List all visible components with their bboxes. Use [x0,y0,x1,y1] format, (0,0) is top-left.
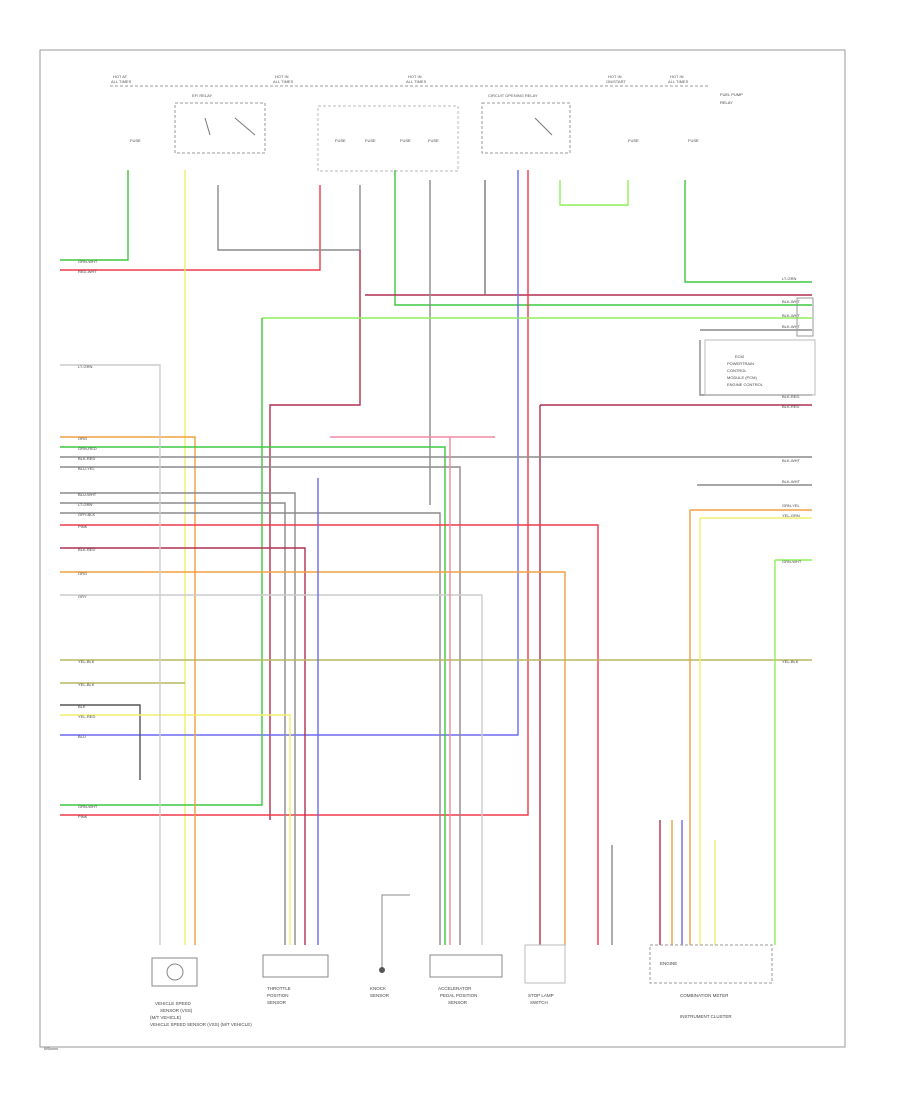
svg-text:ORG: ORG [78,571,87,576]
relay-1: EFI RELAY [174,93,266,154]
svg-text:HOT IN: HOT IN [670,74,684,79]
svg-text:VEHICLE SPEED: VEHICLE SPEED [155,1001,192,1006]
accelerator-pedal-sensor: ACCELERATOR PEDAL POSITION SENSOR [429,954,503,1005]
svg-text:HOT IN: HOT IN [408,74,422,79]
svg-text:HOT AT: HOT AT [113,74,128,79]
svg-text:SENSOR (VSS): SENSOR (VSS) [160,1008,193,1013]
svg-text:BLK-RED: BLK-RED [782,394,799,399]
stop-lamp-switch: STOP LAMP SWITCH [524,944,566,1005]
svg-text:PEDAL POSITION: PEDAL POSITION [440,993,477,998]
svg-text:PINK: PINK [78,814,88,819]
svg-text:ON/START: ON/START [606,79,626,84]
svg-text:POSITION: POSITION [267,993,289,998]
knock-sensor: KNOCK SENSOR [370,894,410,998]
svg-text:SENSOR: SENSOR [448,1000,468,1005]
left-labels: GRN-WHT RED-WHT LT-GRN ORG GRN-RED BLK-R… [78,259,98,819]
svg-text:GRY-BLK: GRY-BLK [78,512,95,517]
svg-text:YEL-GRN: YEL-GRN [782,513,800,518]
wires [60,170,812,945]
vehicle-speed-sensor: VEHICLE SPEED SENSOR (VSS) (M/T VEHICLE) [150,957,198,1020]
svg-text:ECM: ECM [735,354,744,359]
svg-text:ENGINE CONTROL: ENGINE CONTROL [727,382,764,387]
svg-text:GRN-WHT: GRN-WHT [782,559,802,564]
svg-text:HOT IN: HOT IN [275,74,289,79]
svg-text:GRN-YEL: GRN-YEL [782,503,801,508]
svg-text:FUEL PUMP: FUEL PUMP [720,92,743,97]
svg-text:KNOCK: KNOCK [370,986,386,991]
fuse-small-labels: FUSE FUSE FUSE FUSE FUSE FUSE FUSE FUEL … [130,92,743,143]
svg-text:COMBINATION METER: COMBINATION METER [680,993,729,998]
diagram-border [39,49,846,1048]
svg-text:(M/T VEHICLE): (M/T VEHICLE) [150,1015,182,1020]
right-terminals: LT-GRN BLK-WHT BLK-WHT BLK-WHT BLK-RED B… [782,276,814,664]
svg-text:FUSE: FUSE [688,138,699,143]
svg-text:ACCELERATOR: ACCELERATOR [438,986,472,991]
svg-text:YEL-BLK: YEL-BLK [78,682,95,687]
component-label-vss: VEHICLE SPEED SENSOR (VSS) (M/T VEHICLE) [150,1022,252,1027]
svg-text:ALL TIMES: ALL TIMES [406,79,427,84]
svg-text:THROTTLE: THROTTLE [267,986,291,991]
svg-text:BLK-WHT: BLK-WHT [782,324,801,329]
relay-2: CIRCUIT OPENING RELAY [481,93,571,154]
svg-text:FUSE: FUSE [335,138,346,143]
svg-text:ALL TIMES: ALL TIMES [111,79,132,84]
svg-text:FUSE: FUSE [628,138,639,143]
svg-text:INSTRUMENT CLUSTER: INSTRUMENT CLUSTER [680,1014,732,1019]
svg-text:FUSE: FUSE [365,138,376,143]
svg-text:BLU-YEL: BLU-YEL [78,466,95,471]
svg-text:ORG: ORG [78,436,87,441]
svg-text:YEL-BLK: YEL-BLK [782,659,799,664]
svg-text:SENSOR: SENSOR [267,1000,287,1005]
svg-text:HOT IN: HOT IN [608,74,622,79]
svg-text:FUSE: FUSE [428,138,439,143]
svg-text:BLK-RED: BLK-RED [78,456,95,461]
combination-meter: ENGINE COMBINATION METER INSTRUMENT CLUS… [649,944,773,1019]
svg-text:FUSE: FUSE [130,138,141,143]
svg-text:GRN-WHT: GRN-WHT [78,259,98,264]
svg-text:BLK-WHT: BLK-WHT [782,458,801,463]
svg-text:FUSE: FUSE [400,138,411,143]
svg-text:BLU-WHT: BLU-WHT [78,492,97,497]
svg-text:CONTROL: CONTROL [727,368,747,373]
svg-text:RED-WHT: RED-WHT [78,269,97,274]
svg-text:BLK: BLK [78,704,86,709]
svg-text:YEL-RED: YEL-RED [78,714,95,719]
svg-text:LT-GRN: LT-GRN [78,364,92,369]
svg-text:BLK-RED: BLK-RED [78,547,95,552]
svg-text:RELAY: RELAY [720,100,733,105]
throttle-position-sensor: THROTTLE POSITION SENSOR [262,954,329,1005]
svg-text:ENGINE: ENGINE [660,961,677,966]
svg-text:SENSOR: SENSOR [370,993,390,998]
svg-text:STOP LAMP: STOP LAMP [528,993,554,998]
svg-text:GRN-RED: GRN-RED [78,446,97,451]
ecm-label-block: ECM POWERTRAIN CONTROL MODULE (PCM) ENGI… [704,339,816,396]
svg-text:BLK-WHT: BLK-WHT [782,313,801,318]
svg-text:SWITCH: SWITCH [530,1000,548,1005]
svg-text:EFI RELAY: EFI RELAY [192,93,212,98]
svg-text:POWERTRAIN: POWERTRAIN [727,361,754,366]
svg-text:BLK-WHT: BLK-WHT [782,299,801,304]
svg-text:GRN-WHT: GRN-WHT [78,804,98,809]
svg-text:PINK: PINK [78,524,88,529]
svg-text:YEL-BLK: YEL-BLK [78,659,95,664]
svg-text:LT-GRN: LT-GRN [782,276,796,281]
svg-text:ALL TIMES: ALL TIMES [273,79,294,84]
svg-text:GRY: GRY [78,594,87,599]
svg-text:LT-GRN: LT-GRN [78,502,92,507]
figure-id: W0xxxx [44,1046,58,1051]
fuse-block-box [317,105,459,172]
svg-text:MODULE (PCM): MODULE (PCM) [727,375,757,380]
svg-text:ALL TIMES: ALL TIMES [668,79,689,84]
svg-text:CIRCUIT OPENING RELAY: CIRCUIT OPENING RELAY [488,93,538,98]
svg-text:BLU: BLU [78,734,86,739]
svg-text:BLK-WHT: BLK-WHT [782,479,801,484]
svg-text:BLK-RED: BLK-RED [782,404,799,409]
